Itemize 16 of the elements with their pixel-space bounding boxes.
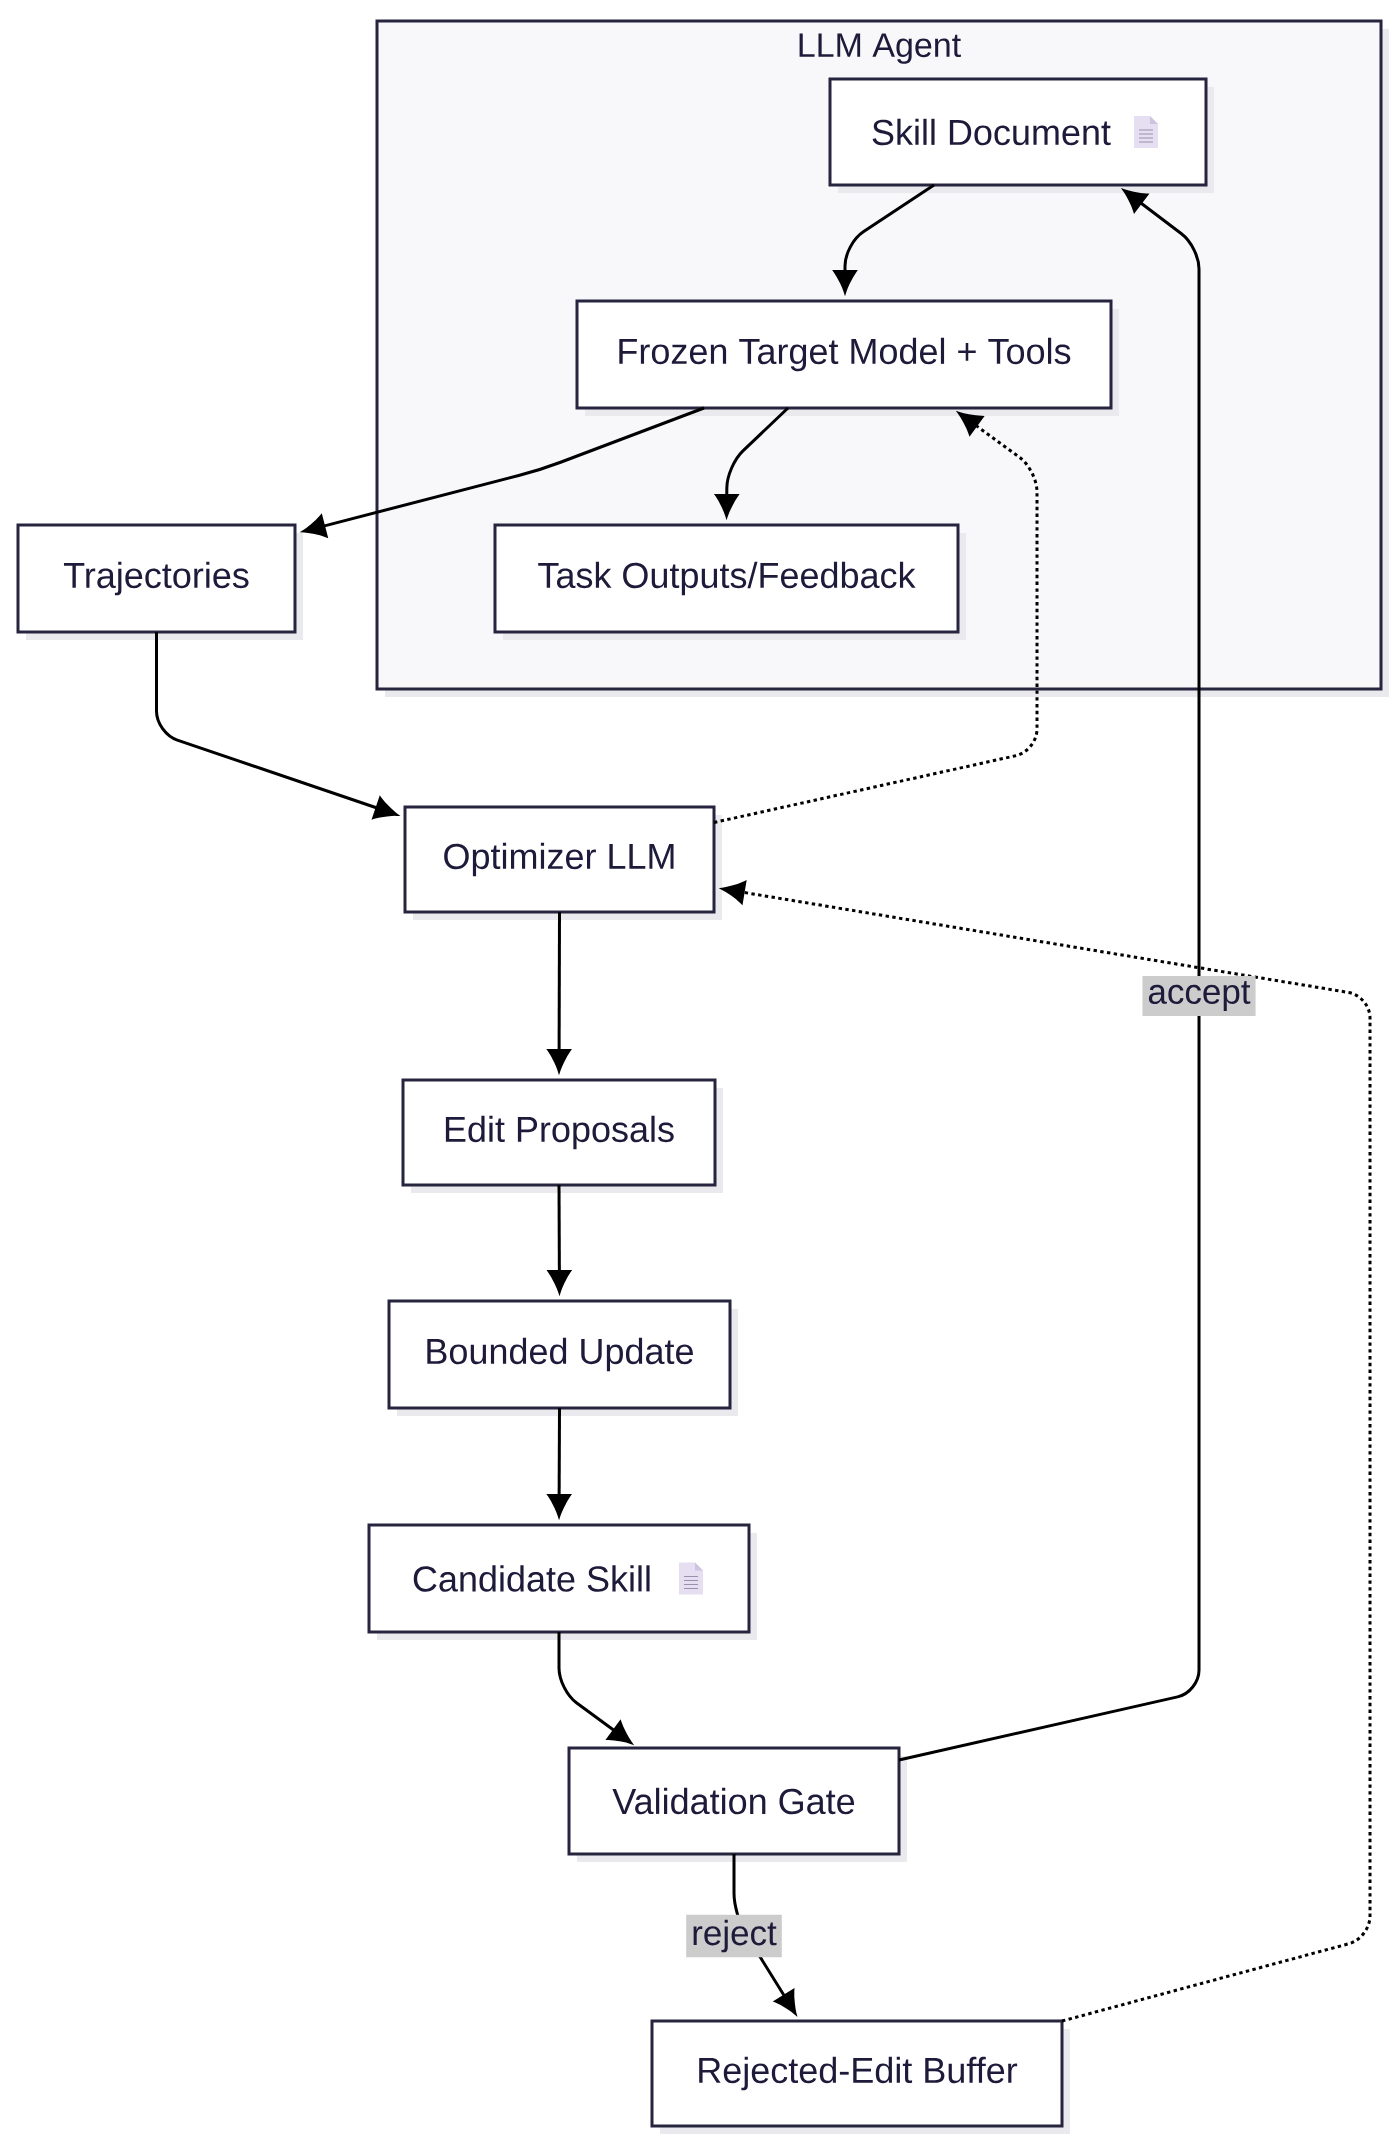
process-box: Optimizer LLM — [403, 805, 722, 920]
arrow — [302, 406, 705, 538]
process-box: Trajectories — [16, 523, 303, 640]
process-box: Task Outputs/Feedback — [493, 523, 966, 640]
process-box: Bounded Update — [387, 1299, 738, 1416]
process-box: Edit Proposals — [401, 1078, 723, 1193]
process-box: Candidate Skill — [367, 1523, 757, 1640]
process-box: Skill Document — [828, 77, 1214, 193]
process-box: Frozen Target Model + Tools — [575, 299, 1119, 416]
arrow — [547, 1408, 571, 1517]
arrow — [547, 912, 571, 1072]
arrow — [557, 1632, 632, 1744]
arrow — [833, 183, 935, 293]
arrow — [155, 632, 398, 819]
arrow — [713, 412, 1039, 824]
process-box: Rejected-Edit Buffer — [650, 2019, 1070, 2135]
